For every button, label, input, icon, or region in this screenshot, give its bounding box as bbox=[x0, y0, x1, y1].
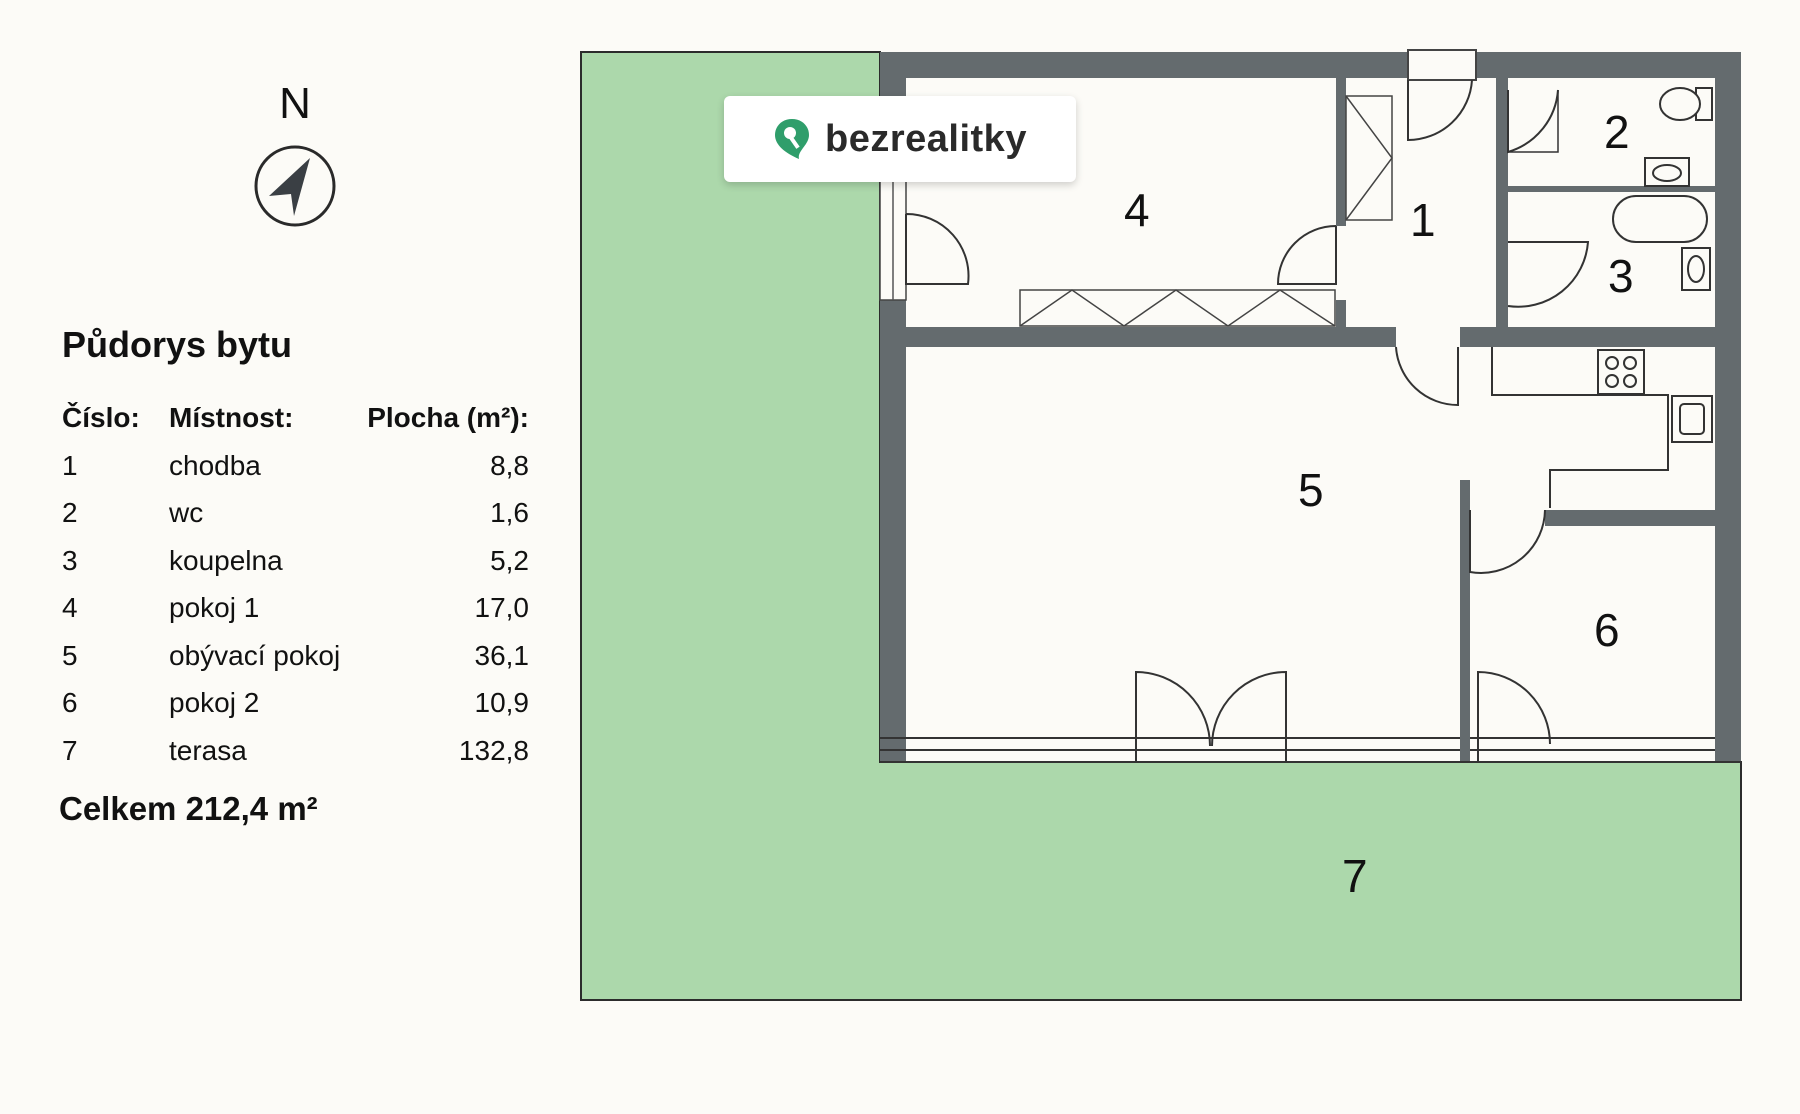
table-row: 5 obývací pokoj 36,1 bbox=[62, 632, 529, 680]
row-room: wc bbox=[169, 497, 204, 529]
kitchen-counter bbox=[1491, 347, 1669, 508]
bathtub-icon bbox=[1612, 195, 1708, 243]
header-room: Místnost: bbox=[169, 402, 294, 433]
room6-terrace-door bbox=[1477, 670, 1551, 762]
table-row: 4 pokoj 1 17,0 bbox=[62, 585, 529, 633]
legend-title: Půdorys bytu bbox=[62, 324, 293, 365]
wc-sink-icon bbox=[1644, 157, 1690, 187]
row-number: 5 bbox=[62, 639, 78, 671]
row-area: 8,8 bbox=[490, 449, 529, 481]
map-pin-key-icon bbox=[775, 119, 810, 159]
row-number: 3 bbox=[62, 544, 78, 576]
wc-door-swing bbox=[1507, 89, 1559, 154]
wardrobe-room4 bbox=[1019, 289, 1336, 327]
living-terrace-double-door bbox=[1135, 670, 1287, 762]
row-number: 2 bbox=[62, 497, 78, 529]
wardrobe-hall bbox=[1345, 95, 1393, 221]
interior-walls bbox=[906, 78, 1719, 762]
room-label-3: 3 bbox=[1608, 250, 1634, 302]
brand-logo: bezrealitky bbox=[724, 96, 1076, 182]
total-area: Celkem 212,4 m² bbox=[59, 790, 318, 827]
table-row: 1 chodba 8,8 bbox=[62, 442, 529, 490]
row-area: 5,2 bbox=[490, 544, 529, 576]
room-label-5: 5 bbox=[1298, 464, 1324, 516]
row-area: 132,8 bbox=[458, 734, 529, 766]
living-door-gap bbox=[1396, 327, 1460, 347]
row-room: pokoj 1 bbox=[169, 592, 260, 624]
entrance-door-swing bbox=[1407, 79, 1473, 142]
room-label-4: 4 bbox=[1124, 184, 1150, 236]
brand-name: bezrealitky bbox=[825, 117, 1027, 160]
room4-side-door-swing bbox=[905, 212, 970, 285]
table-row: 7 terasa 132,8 bbox=[62, 727, 529, 775]
room-label-2: 2 bbox=[1604, 106, 1630, 158]
room-label-6: 6 bbox=[1594, 604, 1620, 656]
room-label-1: 1 bbox=[1410, 194, 1436, 246]
north-indicator: N bbox=[240, 82, 350, 228]
row-number: 4 bbox=[62, 592, 78, 624]
row-room: obývací pokoj bbox=[169, 639, 341, 671]
living-door-swing bbox=[1395, 346, 1459, 407]
row-area: 36,1 bbox=[474, 639, 530, 671]
entrance-door-gap bbox=[1407, 49, 1477, 81]
row-number: 1 bbox=[62, 449, 78, 481]
row-area: 17,0 bbox=[474, 592, 530, 624]
table-row: 2 wc 1,6 bbox=[62, 490, 529, 538]
bathroom-sink-icon bbox=[1681, 247, 1711, 291]
bottom-glazing bbox=[880, 737, 1741, 763]
row-room: pokoj 2 bbox=[169, 687, 260, 719]
row-area: 10,9 bbox=[474, 687, 530, 719]
header-area: Plocha (m²): bbox=[367, 402, 529, 433]
table-row: 6 pokoj 2 10,9 bbox=[62, 680, 529, 728]
header-number: Číslo: bbox=[62, 402, 140, 433]
table-row: 3 koupelna 5,2 bbox=[62, 537, 529, 585]
row-area: 1,6 bbox=[490, 497, 529, 529]
bathroom-door-swing bbox=[1507, 241, 1590, 308]
toilet-icon bbox=[1659, 87, 1713, 121]
north-arrow-icon bbox=[254, 145, 336, 227]
row-room: chodba bbox=[169, 449, 261, 481]
north-label: N bbox=[279, 79, 311, 128]
row-number: 6 bbox=[62, 687, 78, 719]
kitchen-sink-icon bbox=[1671, 395, 1713, 443]
room4-door-swing bbox=[1276, 225, 1337, 285]
room6-door-swing bbox=[1469, 509, 1546, 574]
row-room: terasa bbox=[169, 734, 247, 766]
row-room: koupelna bbox=[169, 544, 283, 576]
row-number: 7 bbox=[62, 734, 78, 766]
room-table: Číslo: Místnost: Plocha (m²): 1 chodba 8,8… bbox=[62, 394, 529, 775]
room-table-header: Číslo: Místnost: Plocha (m²): bbox=[62, 394, 529, 442]
cooktop-icon bbox=[1597, 349, 1645, 395]
room-label-7: 7 bbox=[1342, 850, 1368, 902]
